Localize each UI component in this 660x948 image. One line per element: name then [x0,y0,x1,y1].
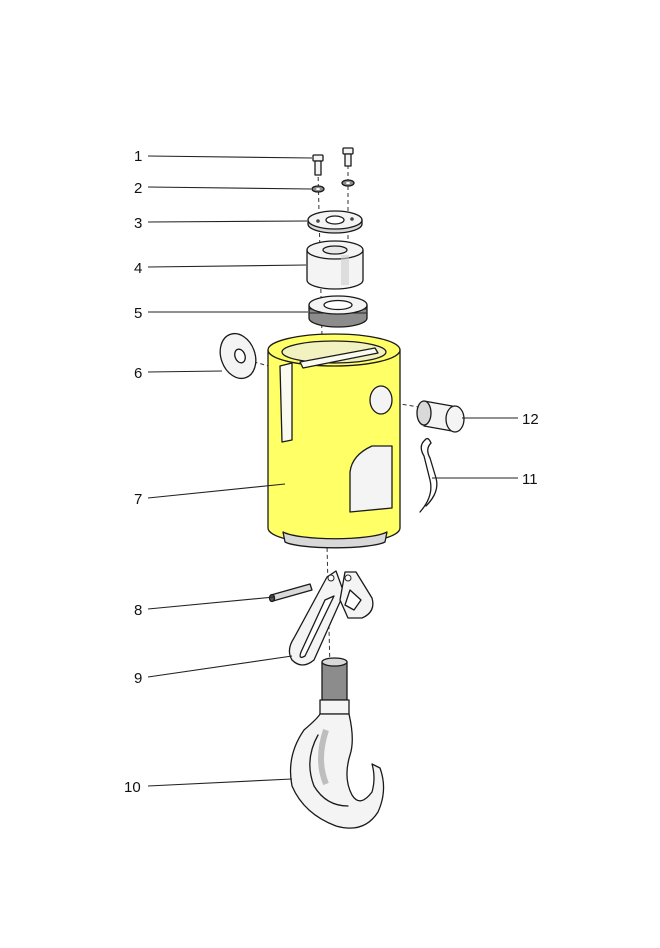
part-6-washer [219,332,257,380]
callout-2: 2 [134,180,142,197]
callout-5: 5 [134,305,142,322]
part-1-bolts [312,147,354,176]
leader-6 [147,370,223,373]
part-7-housing [267,333,401,549]
callout-numbers: 1 2 3 4 5 6 7 8 9 10 11 12 [124,148,539,796]
callout-12: 12 [522,411,539,428]
callout-3: 3 [134,215,142,232]
leader-9 [147,655,293,678]
callout-4: 4 [134,260,142,277]
callout-7: 7 [134,491,142,508]
part-10-hook [289,657,385,829]
leader-1 [147,155,313,159]
part-4-bushing [306,240,364,290]
leader-7 [147,483,286,499]
callout-8: 8 [134,602,142,619]
callout-1: 1 [134,148,142,165]
callout-9: 9 [134,670,142,687]
part-12-pin [416,400,465,433]
callout-11: 11 [522,471,538,488]
part-3-retaining-plate [307,210,363,234]
leader-lines [147,155,518,787]
part-9-swivel-link [288,570,374,666]
part-11-cotter-pin [419,437,438,513]
part-2-lock-washers [311,179,355,193]
leader-10 [147,778,293,787]
callout-10: 10 [124,779,141,796]
leader-4 [147,264,307,268]
leader-8 [147,596,275,610]
part-5-thrust-bearing [308,295,368,328]
leader-3 [147,220,308,223]
part-8-roll-pin [268,583,313,603]
callout-6: 6 [134,365,142,382]
leader-2 [147,186,312,190]
